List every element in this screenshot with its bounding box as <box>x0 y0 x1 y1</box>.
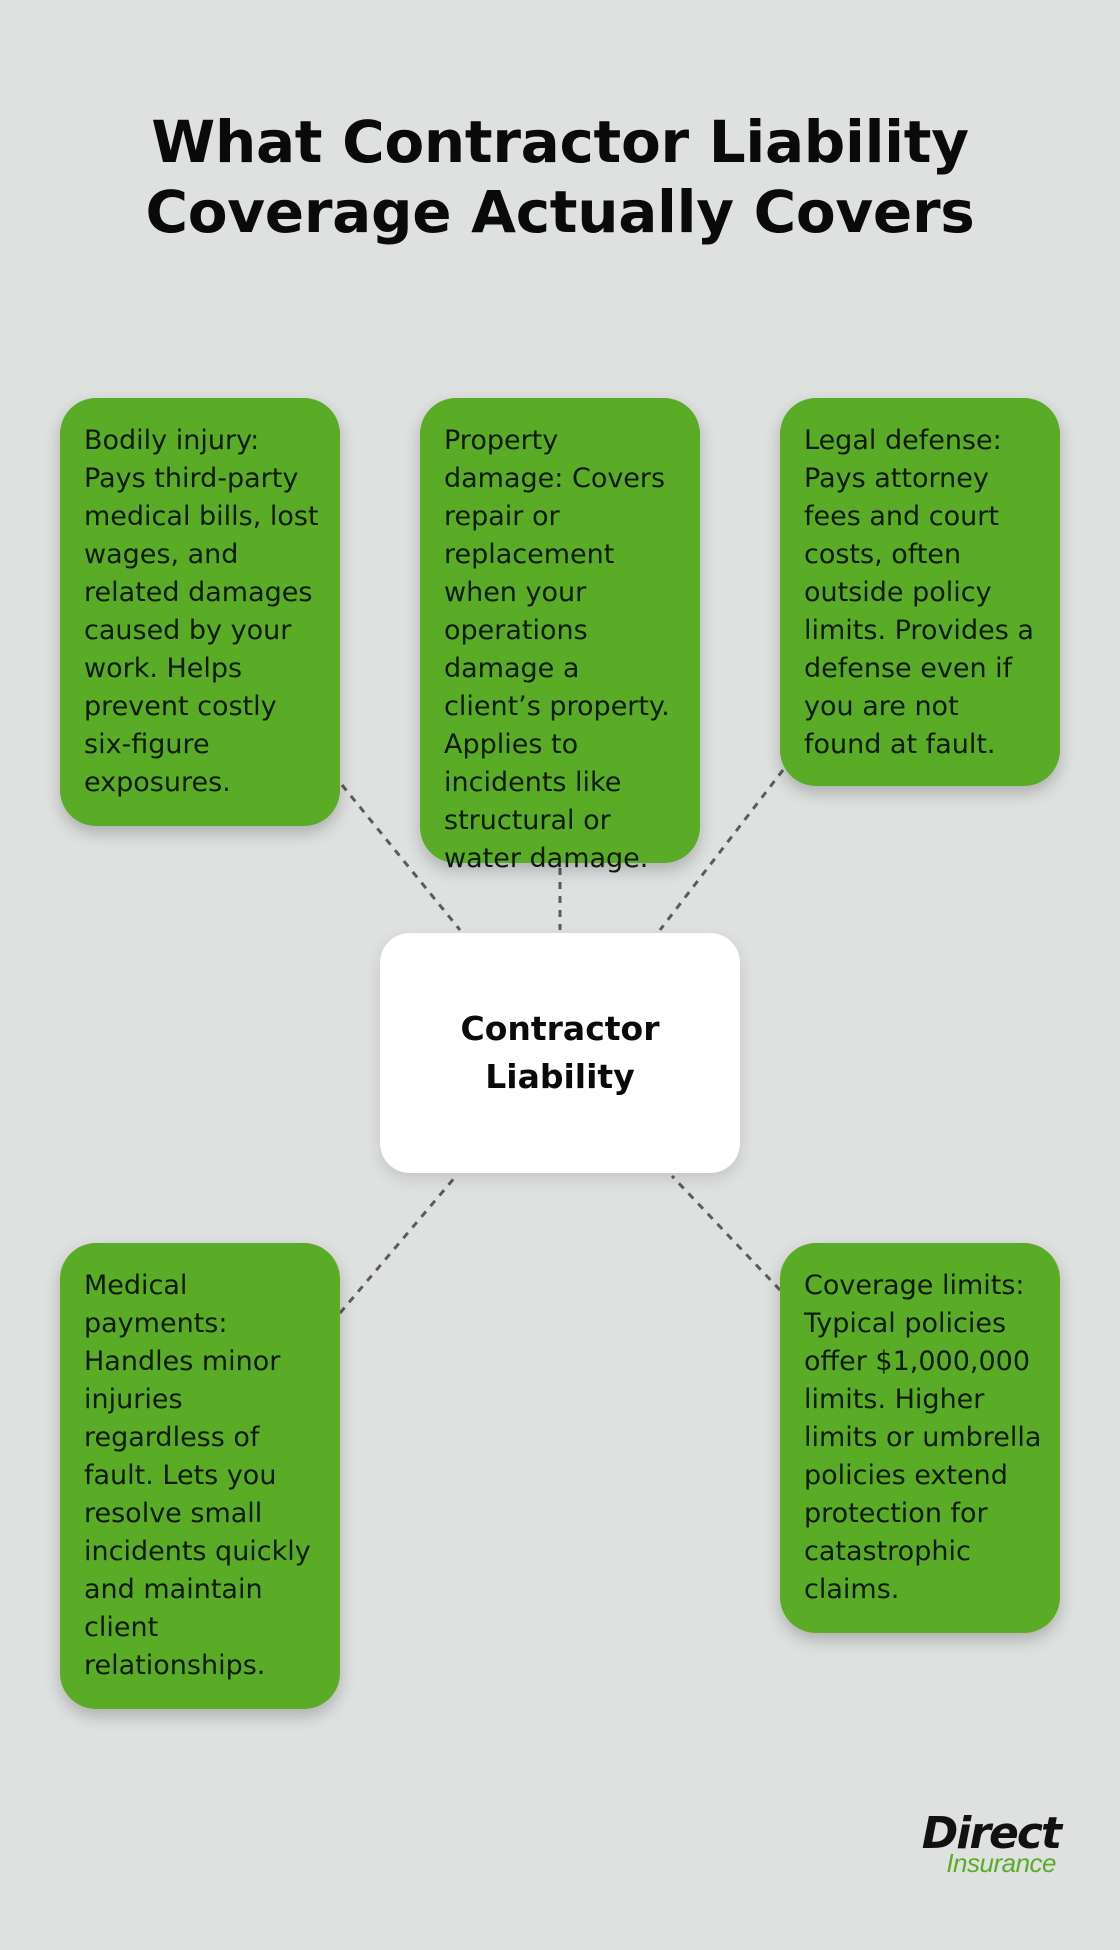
brand-logo: Direct Insurance <box>890 1808 1062 1878</box>
card-medical-payments: Medical payments: Handles minor injuries… <box>60 1243 340 1709</box>
card-bodily-injury-text: Bodily injury: Pays third-party medical … <box>84 425 319 798</box>
logo-sub-text: Insurance <box>946 1848 1056 1878</box>
connector-coverage-limits <box>670 1174 782 1292</box>
hub-node: Contractor Liability <box>380 933 740 1173</box>
card-coverage-limits-text: Coverage limits: Typical policies offer … <box>804 1270 1042 1605</box>
connector-bodily-injury <box>340 784 462 931</box>
card-medical-payments-text: Medical payments: Handles minor injuries… <box>84 1270 311 1681</box>
page-title: What Contractor Liability Coverage Actua… <box>145 108 975 246</box>
card-property-damage: Property damage: Covers repair or replac… <box>420 398 700 874</box>
card-legal-defense-text: Legal defense: Pays attorney fees and co… <box>804 425 1034 760</box>
hub-label: Contractor Liability <box>460 1009 660 1096</box>
card-legal-defense: Legal defense: Pays attorney fees and co… <box>780 398 1060 786</box>
connector-legal-defense <box>658 769 785 931</box>
connector-medical-payments <box>338 1175 458 1314</box>
card-bodily-injury: Bodily injury: Pays third-party medical … <box>60 398 340 826</box>
logo-main-text: Direct <box>921 1808 1062 1859</box>
card-coverage-limits: Coverage limits: Typical policies offer … <box>780 1243 1060 1633</box>
card-property-damage-text: Property damage: Covers repair or replac… <box>444 425 670 874</box>
